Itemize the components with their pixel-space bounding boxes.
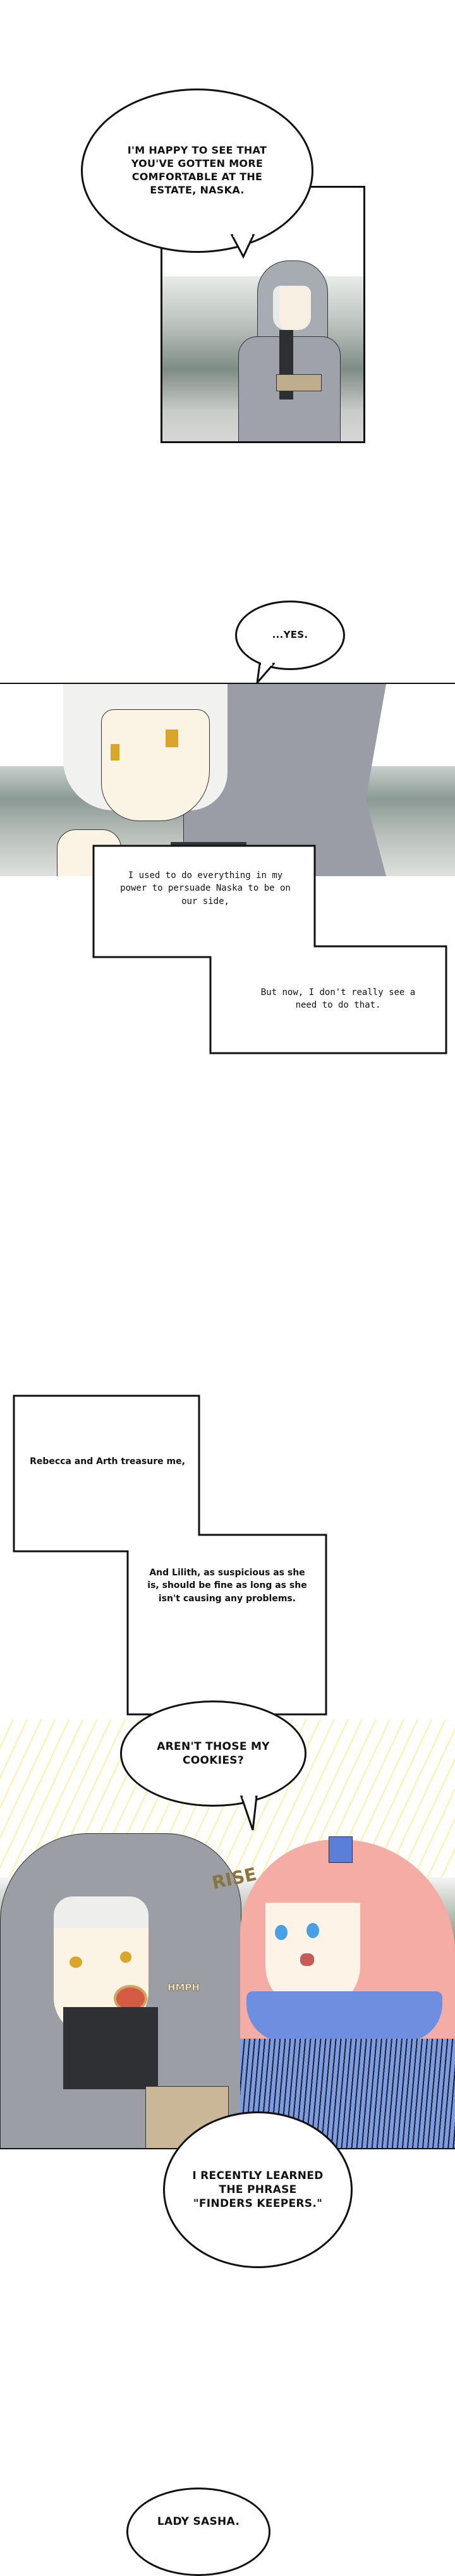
bubble-text: Lady Sasha. — [157, 2515, 240, 2528]
sasha-collar — [246, 1991, 442, 2042]
sfx-hmph: HMPH — [167, 1982, 200, 1994]
face — [101, 709, 210, 821]
face — [273, 286, 311, 330]
bubble-text: I'm happy to see that you've gotten more… — [127, 144, 267, 196]
narration-now: But now, I don't really see a need to do… — [260, 987, 416, 1011]
bubble-text: ...Yes. — [272, 629, 308, 641]
panel-naska-closeup — [0, 683, 455, 876]
speech-bubble-happy: I'm happy to see that you've gotten more… — [81, 89, 313, 253]
speech-bubble-finders: I recently learned the phrase "Finders K… — [163, 2111, 353, 2268]
speech-bubble-yes: ...Yes. — [235, 601, 345, 670]
eye-right — [166, 729, 178, 747]
narration-treasure: Rebecca and Arth treasure me, — [30, 1456, 185, 1467]
narration-box-outline — [92, 845, 447, 1054]
sasha-mouth — [300, 1953, 314, 1966]
speech-bubble-cookies: Aren't those my cookies? — [120, 1700, 306, 1807]
naska-eye — [120, 1951, 131, 1963]
bubble-tail — [240, 1795, 258, 1831]
naska-eye — [70, 1956, 82, 1968]
naska-figure — [238, 260, 341, 441]
bubble-text: Aren't those my cookies? — [157, 1740, 270, 1767]
narration-persuade: I used to do everything in my power to p… — [120, 870, 291, 906]
sasha-eye — [306, 1923, 319, 1938]
narration-box-outline — [13, 1395, 327, 1716]
bubble-text: I recently learned the phrase "Finders K… — [192, 2169, 324, 2211]
bubble-tail — [231, 234, 255, 259]
eye-left — [111, 744, 119, 760]
box — [276, 374, 322, 391]
speech-bubble-lady: Lady Sasha. — [126, 2487, 270, 2576]
sasha-face — [265, 1877, 360, 2010]
sasha-ribbon — [329, 1836, 353, 1863]
naska-turtleneck — [63, 2007, 158, 2089]
narration-lilith: And Lilith, as suspicious as she is, sho… — [147, 1568, 307, 1604]
bubble-tail — [256, 662, 275, 684]
sasha-eye — [275, 1925, 288, 1940]
